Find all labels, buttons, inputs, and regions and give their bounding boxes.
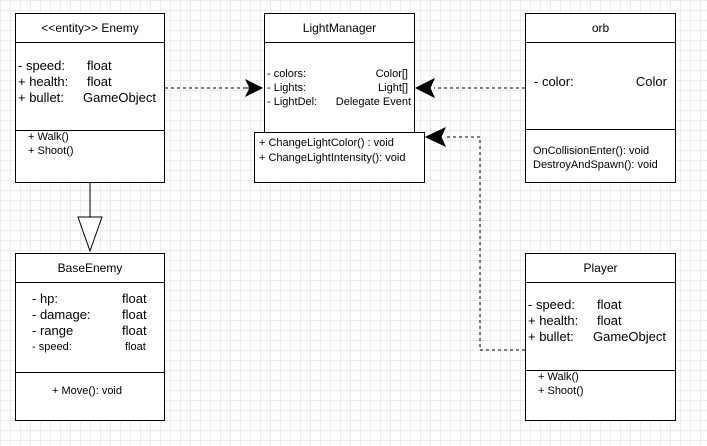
player-field-bullet-type: GameObject: [593, 329, 666, 344]
player-field-speed-type: float: [597, 297, 622, 312]
player-method-shoot: + Shoot(): [538, 385, 584, 397]
baseenemy-method-move: + Move(): void: [52, 385, 122, 397]
player-to-lightmanager-dependency: [445, 136, 525, 351]
baseenemy-divider: [16, 372, 164, 373]
player-field-bullet: + bullet:: [528, 329, 574, 344]
orb-divider: [526, 129, 675, 130]
enemy-divider: [16, 130, 164, 131]
enemy-class-title: <<entity>> Enemy: [16, 14, 164, 43]
enemy-field-bullet: + bullet:: [18, 90, 64, 105]
baseenemy-field-hp: - hp:: [32, 291, 59, 306]
field-name: - speed:: [18, 58, 65, 73]
enemy-method-walk: + Walk(): [28, 131, 69, 143]
enemy-field-health: + health:: [18, 74, 69, 89]
enemy-field-speed-type: float: [87, 58, 112, 73]
baseenemy-field-range: - range: [32, 323, 74, 338]
baseenemy-field-damage: - damage:: [32, 307, 91, 322]
player-field-health-type: float: [597, 313, 622, 328]
enemy-field-health-type: float: [87, 74, 112, 89]
orb-method-destroyandspawn: DestroyAndSpawn(): void: [533, 159, 658, 171]
lightmanager-methods[interactable]: + ChangeLightColor() : void + ChangeLigh…: [254, 132, 425, 183]
player-class[interactable]: Player - speed: float + health: float + …: [525, 253, 676, 421]
baseenemy-field-damage-type: float: [122, 307, 147, 322]
orb-class[interactable]: orb - color: Color OnCollisionEnter(): v…: [525, 13, 676, 183]
baseenemy-field-speed-type: float: [125, 341, 146, 353]
baseenemy-field-speed: - speed:: [32, 341, 72, 353]
baseenemy-field-range-type: float: [122, 323, 147, 338]
generalization-triangle: [77, 216, 103, 253]
lightmanager-class[interactable]: LightManager - colors: Color[] - Lights:…: [264, 13, 415, 133]
player-field-speed: - speed:: [528, 297, 575, 312]
player-field-health: + health:: [528, 313, 579, 328]
player-class-title: Player: [526, 254, 675, 283]
orb-field-color-type: Color: [635, 74, 667, 89]
lightmanager-field-lights-type: Light[]: [378, 82, 408, 94]
orb-method-oncollisionenter: OnCollisionEnter(): void: [533, 145, 650, 157]
player-to-lightmanager-arrowhead: [424, 126, 447, 148]
enemy-field-bullet-type: GameObject: [83, 90, 156, 105]
enemy-to-lightmanager-arrowhead: [244, 78, 264, 98]
enemy-method-shoot: + Shoot(): [28, 145, 74, 157]
player-method-walk: + Walk(): [538, 371, 579, 383]
lightmanager-field-lightdel: - LightDel:: [267, 96, 318, 108]
lightmanager-class-title: LightManager: [265, 14, 414, 43]
lightmanager-field-lightdel-type: Delegate Event: [335, 96, 411, 108]
enemy-field-speed: - speed:: [18, 58, 65, 74]
baseenemy-field-hp-type: float: [122, 291, 147, 306]
enemy-class[interactable]: <<entity>> Enemy - speed: float + health…: [15, 13, 165, 183]
lightmanager-field-colors-type: Color[]: [375, 68, 408, 80]
baseenemy-class-title: BaseEnemy: [16, 254, 164, 283]
lightmanager-field-colors: - colors:: [267, 68, 307, 80]
orb-field-color: - color:: [534, 74, 574, 89]
baseenemy-class[interactable]: BaseEnemy - hp: float - damage: float - …: [15, 253, 165, 421]
lightmanager-method-changelightintensity: + ChangeLightIntensity(): void: [259, 152, 406, 164]
orb-to-lightmanager-arrowhead: [414, 77, 436, 99]
orb-class-title: orb: [526, 14, 675, 43]
lightmanager-field-lights: - Lights:: [267, 82, 307, 94]
player-divider: [526, 370, 675, 371]
lightmanager-method-changelightcolor: + ChangeLightColor() : void: [259, 137, 394, 149]
